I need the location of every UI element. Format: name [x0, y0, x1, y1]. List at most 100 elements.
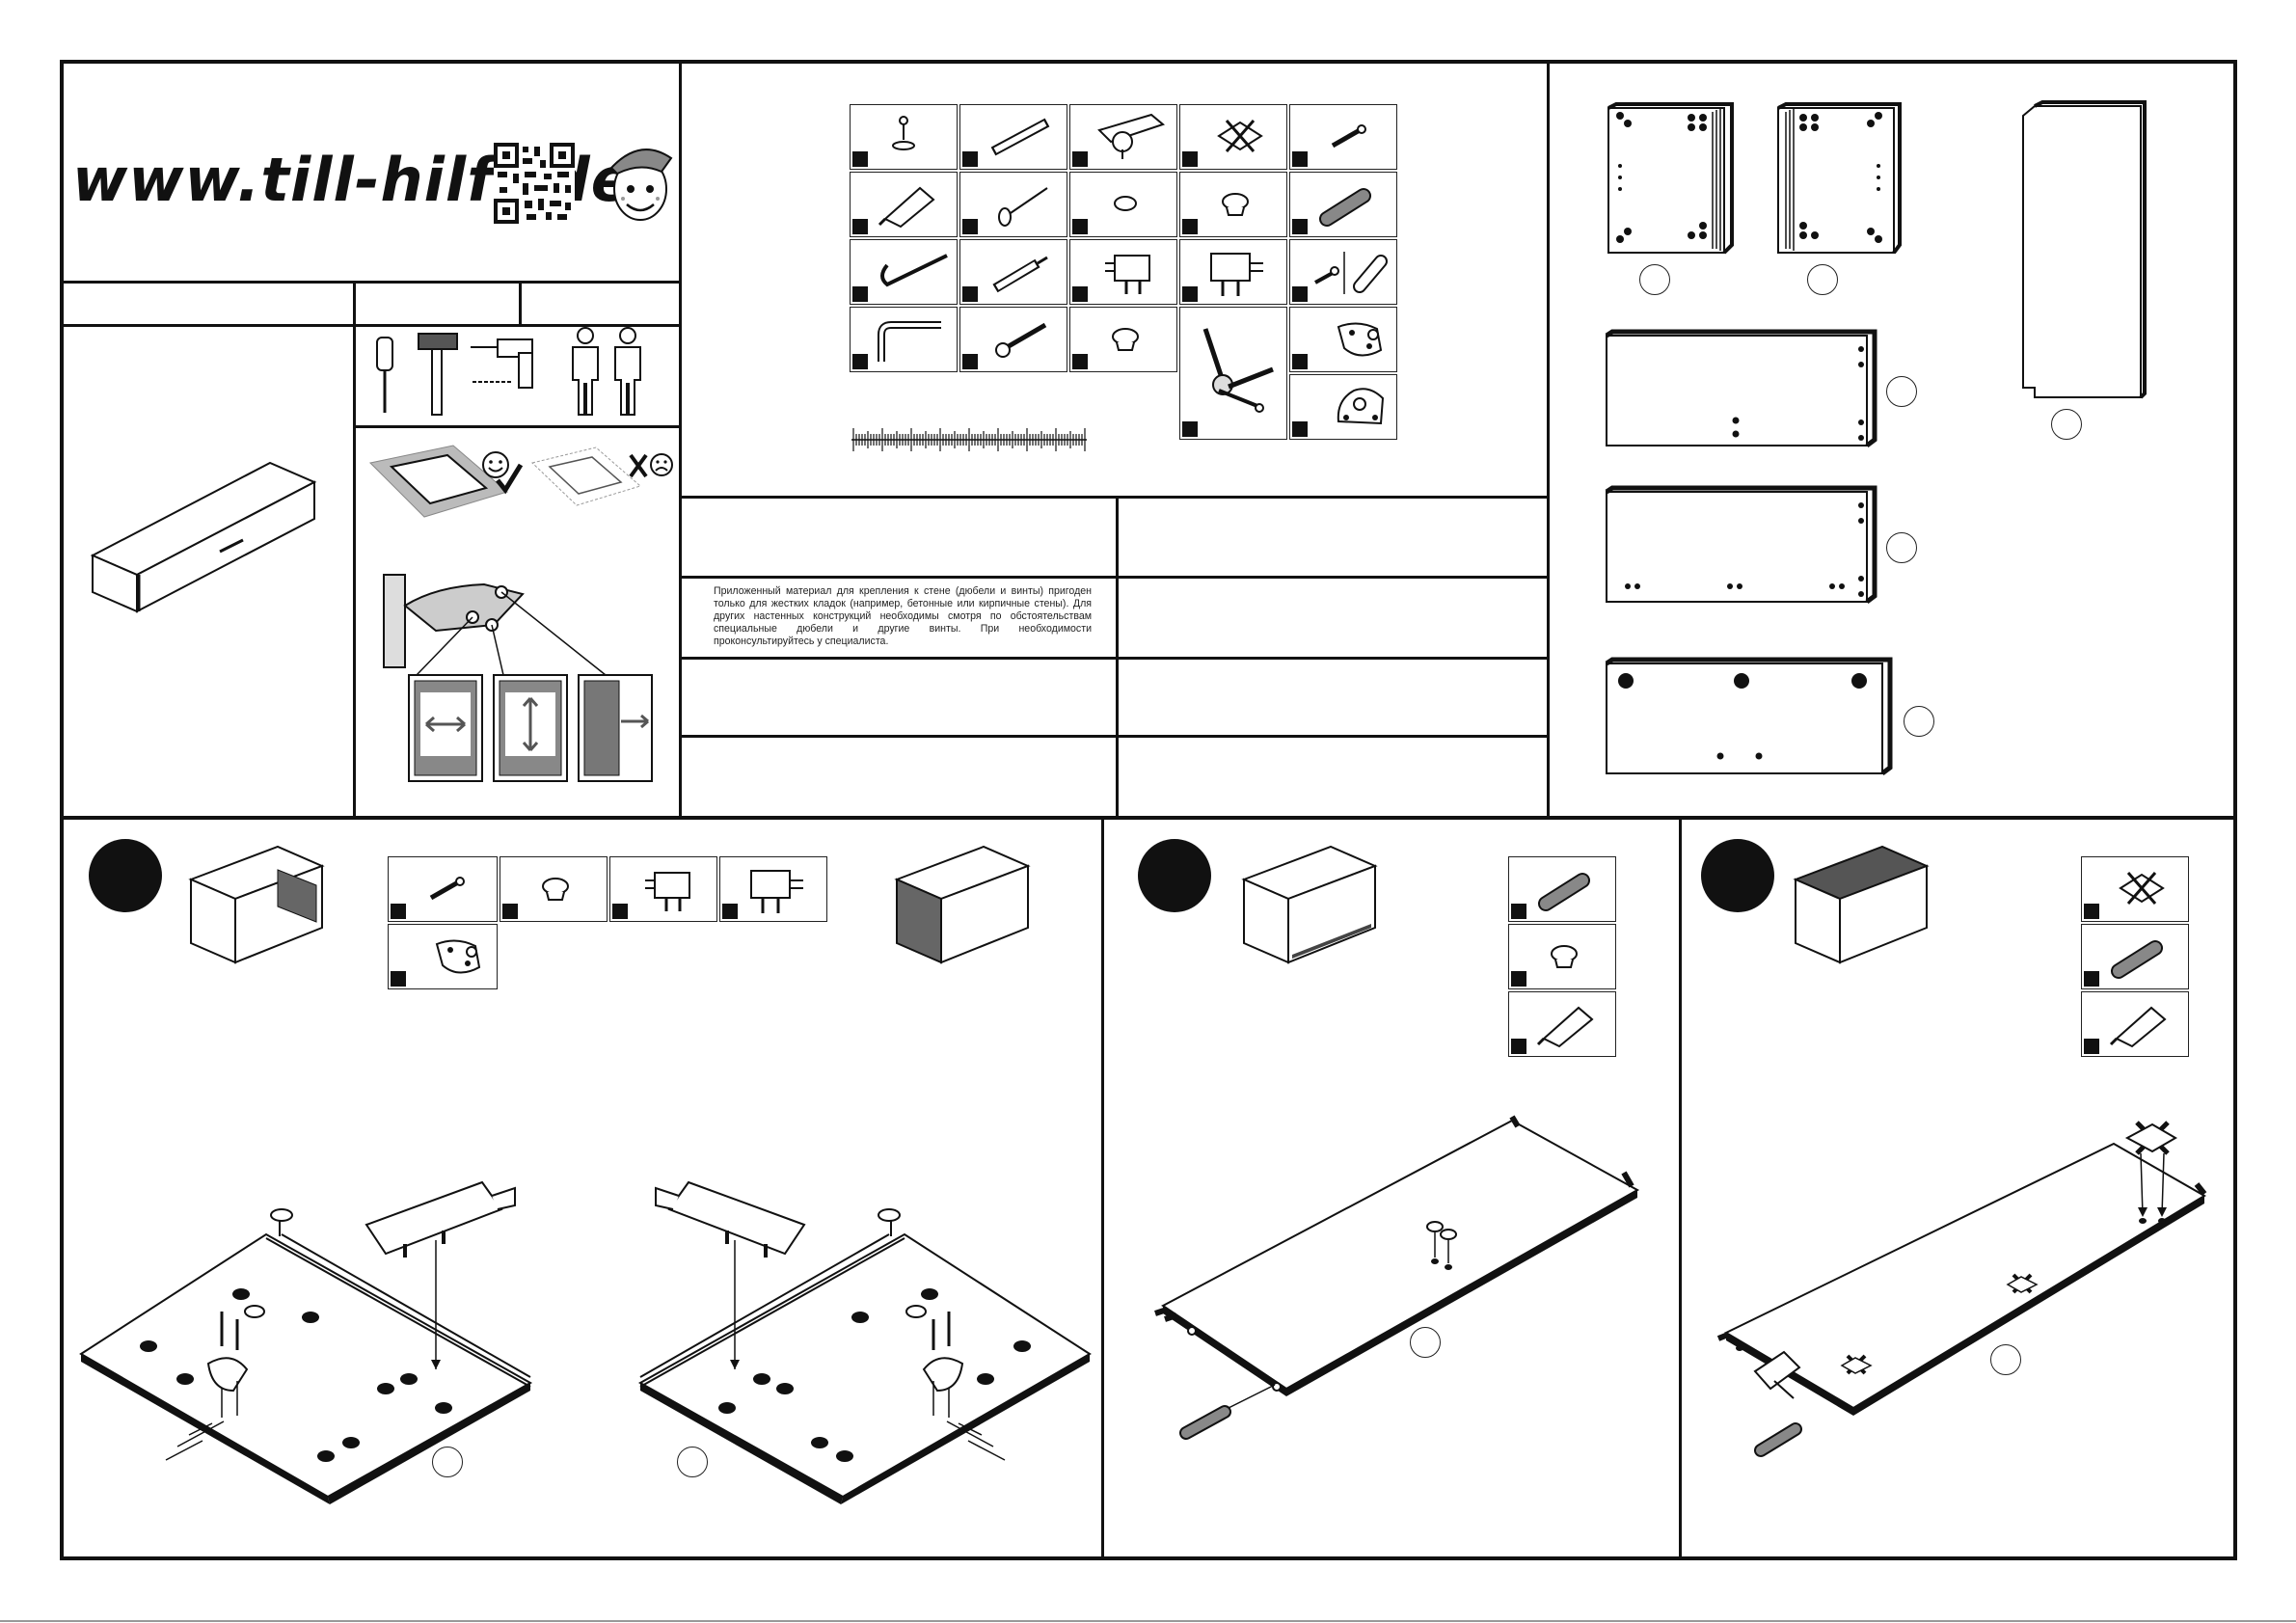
dowel-icon: [1319, 188, 1371, 227]
divider: [60, 281, 681, 284]
glue-icon: [1536, 1006, 1594, 1048]
board-clip-assembly: [1716, 1121, 2207, 1457]
side-panel-assembly-right: [637, 1180, 1092, 1504]
good-surface-illustration: [368, 445, 509, 518]
glue-icon: [2109, 1006, 2167, 1048]
part-allen-key: [850, 239, 958, 305]
dowel-icon: [1538, 873, 1590, 911]
qr-code-icon: [494, 143, 575, 224]
part-connector-clip: [1179, 104, 1287, 170]
cap-icon: [1114, 196, 1137, 211]
foot-icon: [892, 116, 915, 150]
part-handle-screw: [959, 307, 1067, 372]
side-panel-assembly-left: [79, 1180, 533, 1504]
divider: [681, 657, 1549, 660]
top-board: [1605, 329, 1877, 447]
part-cam-cap: [1508, 924, 1616, 989]
board-dowel-assembly: [1154, 1115, 1640, 1440]
part-number-circle: [1886, 532, 1917, 563]
part-screw-small: [388, 856, 498, 922]
part-screw-long: [959, 104, 1067, 170]
bracket-icon: [1105, 255, 1150, 294]
part-connector-clip: [2081, 856, 2189, 922]
part-dowel: [1508, 856, 1616, 922]
small-screw-icon: [1331, 124, 1366, 149]
glue-icon: [878, 186, 935, 229]
middle-board: [1605, 485, 1877, 604]
sad-smiley-icon: [629, 453, 673, 478]
wall-plate-icon: [1337, 388, 1385, 425]
page-edge-line: [0, 1620, 2296, 1622]
bracket-icon: [1210, 253, 1263, 296]
handle-screw-icon: [995, 322, 1047, 358]
part-dowel: [1289, 172, 1397, 237]
screw-icon: [990, 118, 1050, 156]
small-screw-icon: [429, 877, 465, 901]
part-number-circle: [1639, 264, 1670, 295]
side-panel-left: [1607, 102, 1734, 255]
part-adjustable-foot: [850, 104, 958, 170]
part-bracket-right: [719, 856, 827, 922]
part-cap-small: [1069, 307, 1177, 372]
part-dowel: [2081, 924, 2189, 989]
divider: [1101, 818, 1104, 1560]
allen-key-icon: [880, 254, 948, 287]
person-icon: [572, 327, 599, 416]
bad-surface-illustration: [530, 446, 642, 506]
till-mascot-icon: [609, 149, 673, 221]
part-wall-bracket: [1289, 307, 1397, 372]
hinge-adjustment-diagram: [383, 574, 653, 782]
part-number-circle: [677, 1447, 708, 1477]
side-panel-right: [1777, 102, 1902, 255]
part-number-circle: [1410, 1327, 1441, 1358]
part-bracket-left: [1069, 239, 1177, 305]
wall-plug-icon: [992, 256, 1048, 293]
part-glue: [850, 172, 958, 237]
nail-icon: [998, 187, 1048, 227]
part-nail: [959, 172, 1067, 237]
part-glue: [1508, 991, 1616, 1057]
part-number-circle: [1807, 264, 1838, 295]
wall-mounting-notice: Приложенный материал для крепления к сте…: [714, 585, 1092, 647]
instruction-frame: [60, 60, 2237, 1560]
person-icon: [614, 327, 641, 416]
part-handle: [850, 307, 958, 372]
divider: [681, 576, 1549, 579]
divider: [1547, 60, 1550, 818]
part-number-circle: [1990, 1344, 2021, 1375]
part-glue: [2081, 991, 2189, 1057]
happy-smiley-icon: [482, 451, 524, 495]
section-divider: [60, 816, 2237, 820]
drill-icon: [471, 338, 533, 389]
part-wall-plug: [959, 239, 1067, 305]
part-number-circle: [2051, 409, 2082, 440]
cabinet-step-preview: [188, 845, 325, 964]
part-number-circle: [1886, 376, 1917, 407]
divider: [1679, 818, 1682, 1560]
cam-cap-icon: [1551, 945, 1578, 968]
hinge-icon: [1097, 113, 1166, 159]
cabinet-step-preview: [1241, 845, 1378, 964]
divider: [681, 496, 1549, 499]
part-wall-plate: [1289, 374, 1397, 440]
part-screw-small: [1289, 104, 1397, 170]
pin-icon: [1314, 252, 1388, 294]
hammer-icon: [418, 333, 458, 416]
divider: [1116, 496, 1119, 818]
divider: [519, 281, 522, 326]
screwdriver-icon: [376, 337, 393, 413]
wall-bracket-icon: [435, 939, 481, 974]
wall-bracket-icon: [1337, 322, 1383, 357]
dowel-icon: [2111, 940, 2163, 979]
bracket-icon: [750, 870, 803, 913]
part-cover-cap: [1069, 172, 1177, 237]
cabinet-overview-drawing: [90, 461, 317, 613]
lift-arm-icon: [1202, 328, 1274, 413]
clip-icon: [1217, 120, 1263, 152]
part-number-circle: [432, 1447, 463, 1477]
divider: [681, 735, 1549, 738]
part-hinge: [1069, 104, 1177, 170]
step-number-badge: [1701, 839, 1774, 912]
part-cam-cap: [1179, 172, 1287, 237]
part-cam-cap: [500, 856, 608, 922]
